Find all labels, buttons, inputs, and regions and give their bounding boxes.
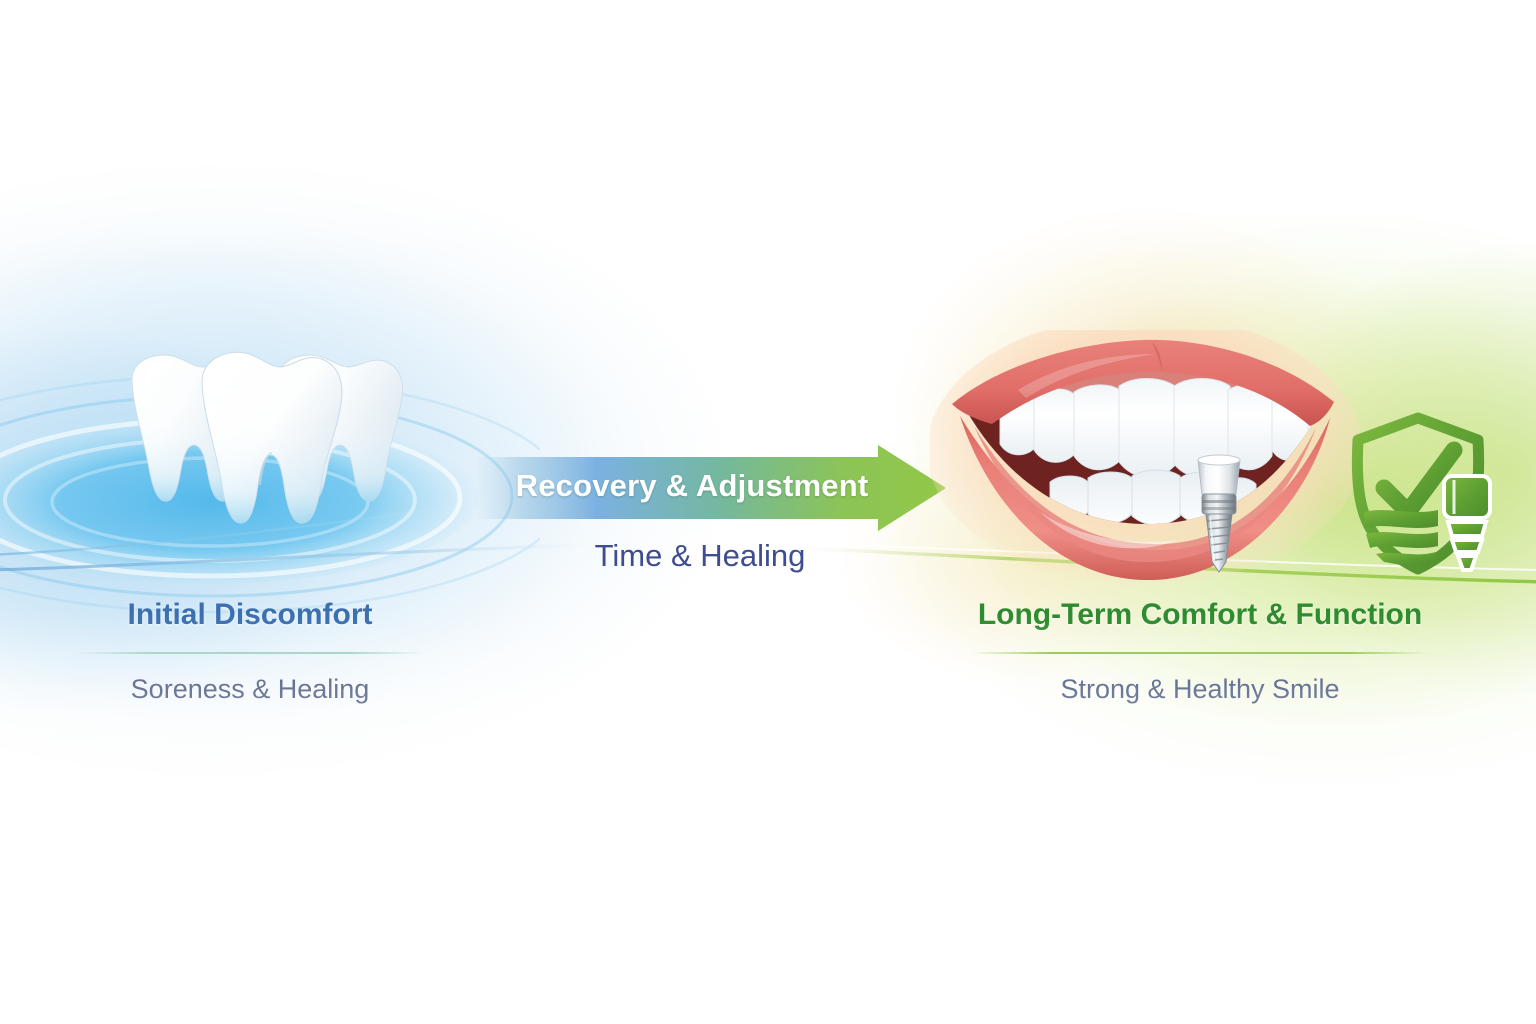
right-panel-caption: Long-Term Comfort & Function Strong & He… bbox=[950, 600, 1450, 703]
right-panel-divider bbox=[971, 652, 1429, 654]
shield-check-badge bbox=[1340, 404, 1530, 594]
three-teeth-icon bbox=[90, 345, 420, 545]
smiling-mouth-icon bbox=[927, 315, 1363, 600]
left-panel-divider bbox=[75, 652, 425, 654]
right-panel-subtitle: Strong & Healthy Smile bbox=[1060, 674, 1340, 704]
arrow-label: Recovery & Adjustment bbox=[515, 468, 869, 503]
time-and-healing-caption: Time & Healing bbox=[594, 538, 806, 573]
left-panel-subtitle: Soreness & Healing bbox=[130, 674, 370, 704]
left-panel-caption: Initial Discomfort Soreness & Healing bbox=[0, 600, 500, 703]
transition-arrow: Recovery & Adjustment bbox=[460, 436, 960, 536]
right-panel-title: Long-Term Comfort & Function bbox=[977, 598, 1423, 631]
left-panel-title: Initial Discomfort bbox=[127, 598, 373, 631]
